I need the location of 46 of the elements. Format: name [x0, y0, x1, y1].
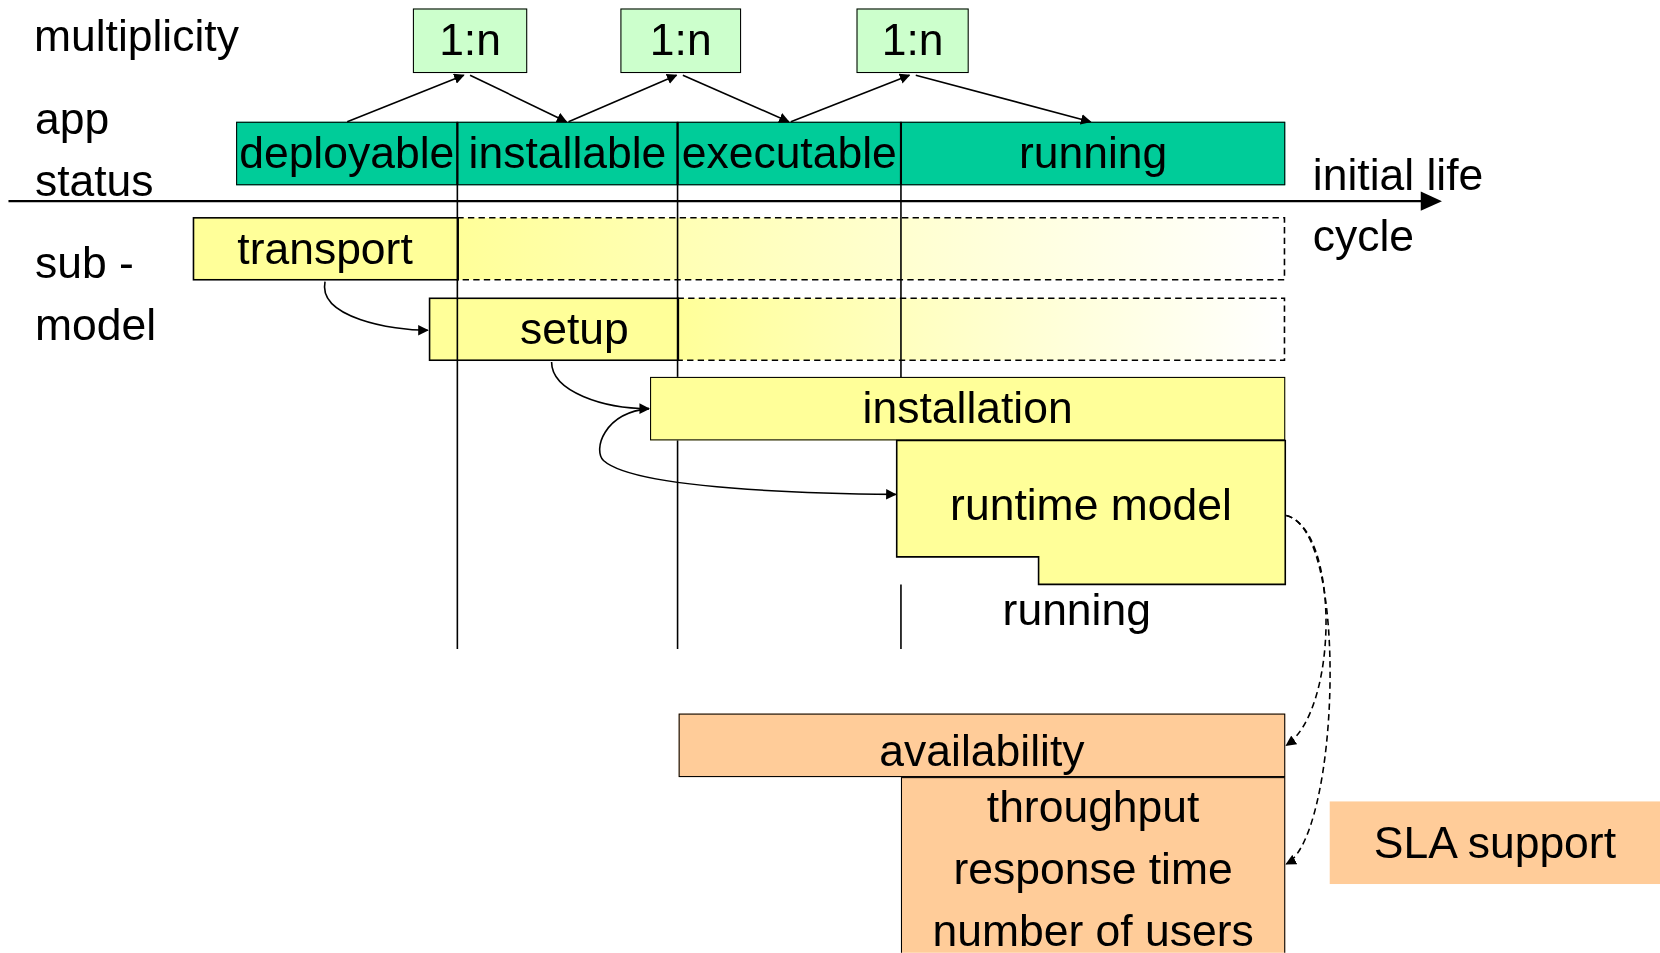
submodel-box: [428, 297, 1286, 361]
multiplicity-box: [620, 8, 742, 74]
row-label: multiplicity: [33, 9, 240, 63]
status-box: [900, 121, 1286, 186]
status-text: deployable: [239, 129, 455, 178]
submodel-text: installation: [862, 384, 1073, 434]
sla-text: availability: [879, 727, 1085, 777]
submodel-text: runtime model: [950, 480, 1232, 530]
sla-text: response time: [953, 842, 1233, 896]
arrow: [790, 73, 911, 123]
arrow: [567, 74, 678, 123]
row-label: app status: [34, 93, 155, 208]
submodel-text: setup: [519, 304, 629, 354]
sla-text: throughput: [986, 780, 1200, 834]
arrow: [346, 73, 465, 123]
state-caption: running: [1002, 583, 1151, 637]
submodel-box: [650, 376, 1286, 441]
status-box: [236, 121, 458, 186]
row-label: sub -model: [34, 237, 158, 352]
multiplicity-box: [412, 8, 528, 74]
sla-box: [678, 713, 1286, 778]
sla-box: [900, 777, 1286, 953]
row-label: initial life cycle: [1312, 148, 1485, 263]
arrow: [469, 74, 568, 123]
sla-tag-text: SLA support: [1373, 818, 1616, 868]
status-box: [677, 121, 901, 186]
submodel-box: [896, 440, 1286, 585]
arrow: [1285, 514, 1327, 747]
submodel-text: transport: [237, 224, 413, 274]
multiplicity-text: 1:n: [439, 16, 501, 66]
status-box: [457, 121, 678, 186]
status-text: running: [1018, 129, 1168, 178]
status-text: installable: [468, 129, 667, 178]
arrow: [324, 280, 429, 336]
multiplicity-box: [856, 8, 969, 74]
arrow: [915, 74, 1092, 125]
sla-tag: [1329, 801, 1660, 884]
sla-text: number of users: [932, 905, 1254, 953]
multiplicity-text: 1:n: [649, 16, 712, 66]
multiplicity-text: 1:n: [881, 16, 944, 66]
arrow: [682, 74, 790, 123]
status-text: executable: [681, 129, 897, 178]
arrow: [598, 407, 897, 500]
arrow: [550, 361, 651, 414]
submodel-box: [192, 217, 1286, 281]
arrow: [1285, 514, 1331, 865]
